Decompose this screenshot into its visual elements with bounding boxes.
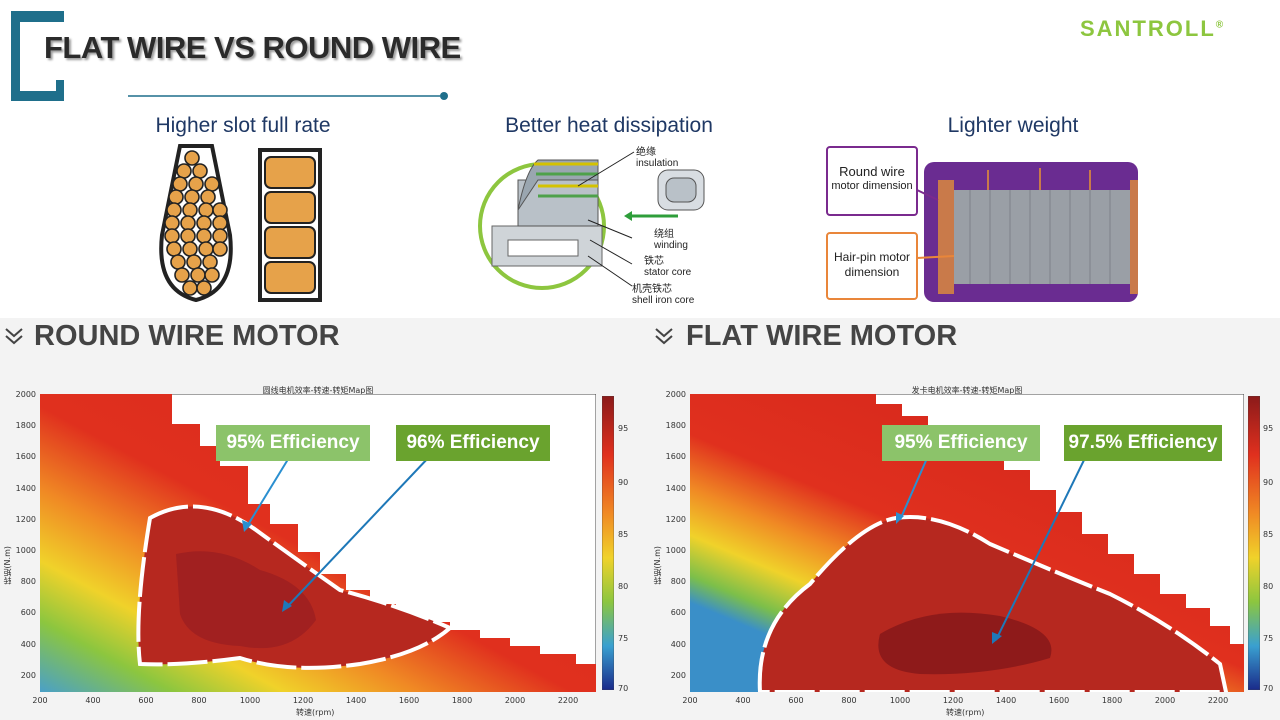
y-tick: 1000 bbox=[15, 546, 36, 555]
left-colorbar bbox=[602, 396, 614, 690]
right-map-title: 发卡电机效率-转速-转矩Map图 bbox=[911, 386, 1023, 395]
y-tick: 400 bbox=[20, 640, 36, 649]
y-tick: 600 bbox=[670, 608, 686, 617]
x-tick: 1000 bbox=[889, 696, 911, 705]
right-97-5-efficiency-label: 97.5% Efficiency bbox=[1064, 425, 1222, 461]
x-tick: 600 bbox=[138, 696, 154, 705]
y-tick: 600 bbox=[20, 608, 36, 617]
x-tick: 2000 bbox=[504, 696, 526, 705]
round-wire-dimension-label: Round wire motor dimension bbox=[831, 164, 913, 192]
x-tick: 1200 bbox=[292, 696, 314, 705]
x-tick: 1800 bbox=[451, 696, 473, 705]
right-colorbar-ticks: 95 90 85 80 75 70 bbox=[1263, 396, 1277, 693]
page-title: FLAT WIRE VS ROUND WIRE bbox=[44, 30, 461, 65]
x-tick: 400 bbox=[735, 696, 751, 705]
cb-tick: 90 bbox=[1263, 478, 1274, 487]
x-tick: 200 bbox=[32, 696, 48, 705]
x-tick: 400 bbox=[85, 696, 101, 705]
x-tick: 2200 bbox=[1207, 696, 1229, 705]
y-tick: 200 bbox=[20, 671, 36, 680]
left-colorbar-ticks: 95 90 85 80 75 70 bbox=[618, 396, 632, 693]
brand-logo: SANTROLL® bbox=[1080, 16, 1224, 41]
y-tick: 2000 bbox=[665, 390, 686, 399]
slot-fill-illustration bbox=[159, 144, 322, 303]
cb-tick: 80 bbox=[618, 582, 629, 591]
right-x-axis-label: 转速(rpm) bbox=[946, 708, 985, 717]
y-tick: 1800 bbox=[665, 421, 686, 430]
cb-tick: 70 bbox=[618, 684, 629, 693]
hairpin-dimension-label: Hair-pin motor dimension bbox=[833, 250, 911, 279]
round-wire-section-title: ROUND WIRE MOTOR bbox=[34, 320, 340, 352]
y-tick: 400 bbox=[670, 640, 686, 649]
cb-tick: 70 bbox=[1263, 684, 1274, 693]
x-tick: 1400 bbox=[345, 696, 367, 705]
right-95-efficiency-label: 95% Efficiency bbox=[882, 425, 1040, 461]
x-tick: 800 bbox=[191, 696, 207, 705]
left-x-axis-label: 转速(rpm) bbox=[296, 708, 335, 717]
cb-tick: 75 bbox=[1263, 634, 1274, 643]
left-x-axis: 200 400 600 800 1000 1200 1400 1600 1800… bbox=[30, 696, 590, 708]
y-tick: 1400 bbox=[665, 484, 686, 493]
cb-tick: 80 bbox=[1263, 582, 1274, 591]
feature-slot-label: Higher slot full rate bbox=[155, 114, 331, 137]
y-tick: 1000 bbox=[665, 546, 686, 555]
y-tick: 1600 bbox=[665, 452, 686, 461]
right-y-axis: 2000 1800 1600 1400 1200 1000 800 600 40… bbox=[664, 390, 688, 694]
right-colorbar bbox=[1248, 396, 1260, 690]
flat-wire-section-title: FLAT WIRE MOTOR bbox=[686, 320, 958, 352]
double-chevron-icon bbox=[5, 328, 23, 345]
y-tick: 1400 bbox=[15, 484, 36, 493]
y-tick: 800 bbox=[670, 577, 686, 586]
x-tick: 1200 bbox=[942, 696, 964, 705]
x-tick: 1400 bbox=[995, 696, 1017, 705]
heat-dissipation-illustration bbox=[478, 151, 705, 290]
x-tick: 800 bbox=[841, 696, 857, 705]
double-chevron-icon bbox=[655, 328, 673, 345]
y-tick: 200 bbox=[670, 671, 686, 680]
x-tick: 1600 bbox=[398, 696, 420, 705]
y-tick: 2000 bbox=[15, 390, 36, 399]
right-x-axis: 200 400 600 800 1000 1200 1400 1600 1800… bbox=[680, 696, 1240, 708]
y-tick: 1800 bbox=[15, 421, 36, 430]
x-tick: 200 bbox=[682, 696, 698, 705]
x-tick: 1600 bbox=[1048, 696, 1070, 705]
y-tick: 1600 bbox=[15, 452, 36, 461]
y-tick: 1200 bbox=[665, 515, 686, 524]
x-tick: 1800 bbox=[1101, 696, 1123, 705]
cb-tick: 75 bbox=[618, 634, 629, 643]
left-map-title: 圆线电机效率-转速-转矩Map图 bbox=[262, 386, 374, 395]
cb-tick: 90 bbox=[618, 478, 629, 487]
header-decoration bbox=[11, 11, 448, 101]
left-96-efficiency-label: 96% Efficiency bbox=[396, 425, 550, 461]
left-y-axis: 2000 1800 1600 1400 1200 1000 800 600 40… bbox=[14, 390, 38, 694]
feature-heat-label: Better heat dissipation bbox=[505, 114, 713, 137]
left-95-efficiency-label: 95% Efficiency bbox=[216, 425, 370, 461]
x-tick: 1000 bbox=[239, 696, 261, 705]
y-tick: 800 bbox=[20, 577, 36, 586]
y-tick: 1200 bbox=[15, 515, 36, 524]
cb-tick: 95 bbox=[618, 424, 629, 433]
x-tick: 2000 bbox=[1154, 696, 1176, 705]
right-y-axis-label: 转矩(N.m) bbox=[653, 546, 662, 585]
left-y-axis-label: 转矩(N.m) bbox=[3, 546, 12, 585]
weight-illustration bbox=[826, 146, 1138, 302]
x-tick: 2200 bbox=[557, 696, 579, 705]
cb-tick: 85 bbox=[1263, 530, 1274, 539]
x-tick: 600 bbox=[788, 696, 804, 705]
cb-tick: 85 bbox=[618, 530, 629, 539]
cb-tick: 95 bbox=[1263, 424, 1274, 433]
feature-weight-label: Lighter weight bbox=[947, 114, 1079, 137]
